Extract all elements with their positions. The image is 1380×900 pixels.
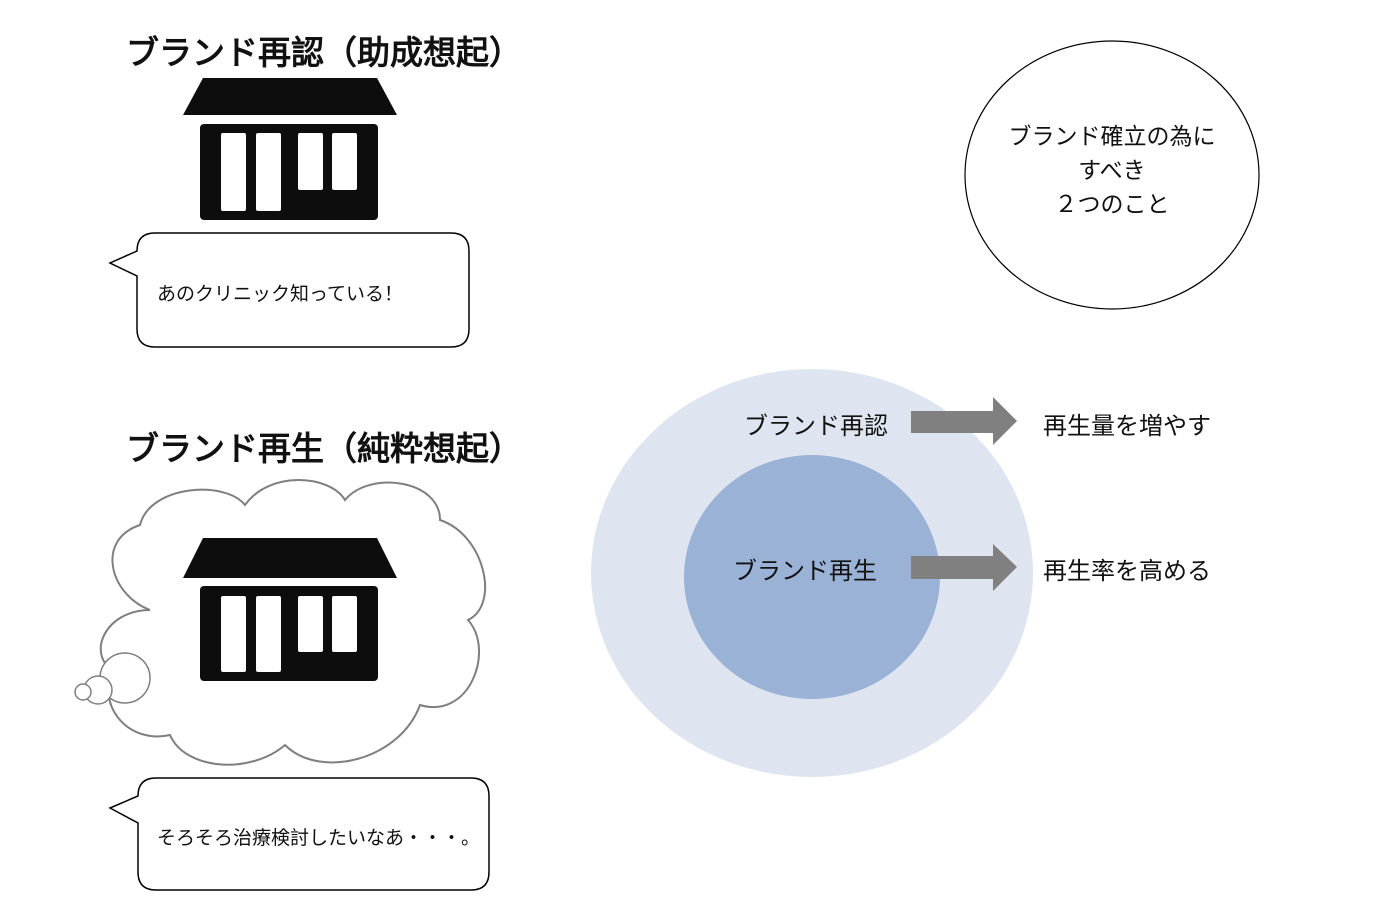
speech-text: あのクリニック知っている！ bbox=[157, 283, 404, 305]
key-points-text: ブランド確立の為に すべき ２つのこと bbox=[965, 120, 1259, 222]
key-points-circle bbox=[964, 40, 1260, 310]
key-points-line: ２つのこと bbox=[1054, 192, 1170, 218]
key-points-line: すべき bbox=[1078, 158, 1146, 184]
speech-bubble bbox=[108, 777, 490, 891]
speech-bubble bbox=[108, 232, 470, 348]
recall-label: ブランド再生 bbox=[733, 557, 877, 585]
increase-recall-volume-text: 再生量を増やす bbox=[1043, 412, 1211, 440]
arrow-right-icon bbox=[911, 544, 1017, 591]
recall-circle bbox=[684, 455, 940, 699]
recognition-label: ブランド再認 bbox=[744, 412, 888, 440]
increase-recall-rate-text: 再生率を高める bbox=[1043, 557, 1211, 585]
recognition-heading: ブランド再認（助成想起） bbox=[126, 33, 522, 72]
arrow-right-icon bbox=[911, 397, 1017, 445]
key-points-line: ブランド確立の為に bbox=[1008, 124, 1216, 150]
clinic-building-icon bbox=[183, 78, 397, 220]
speech-text: そろそろ治療検討したいなあ・・・。 bbox=[157, 827, 481, 849]
recall-heading: ブランド再生（純粋想起） bbox=[126, 429, 522, 468]
clinic-building-icon bbox=[183, 538, 397, 681]
